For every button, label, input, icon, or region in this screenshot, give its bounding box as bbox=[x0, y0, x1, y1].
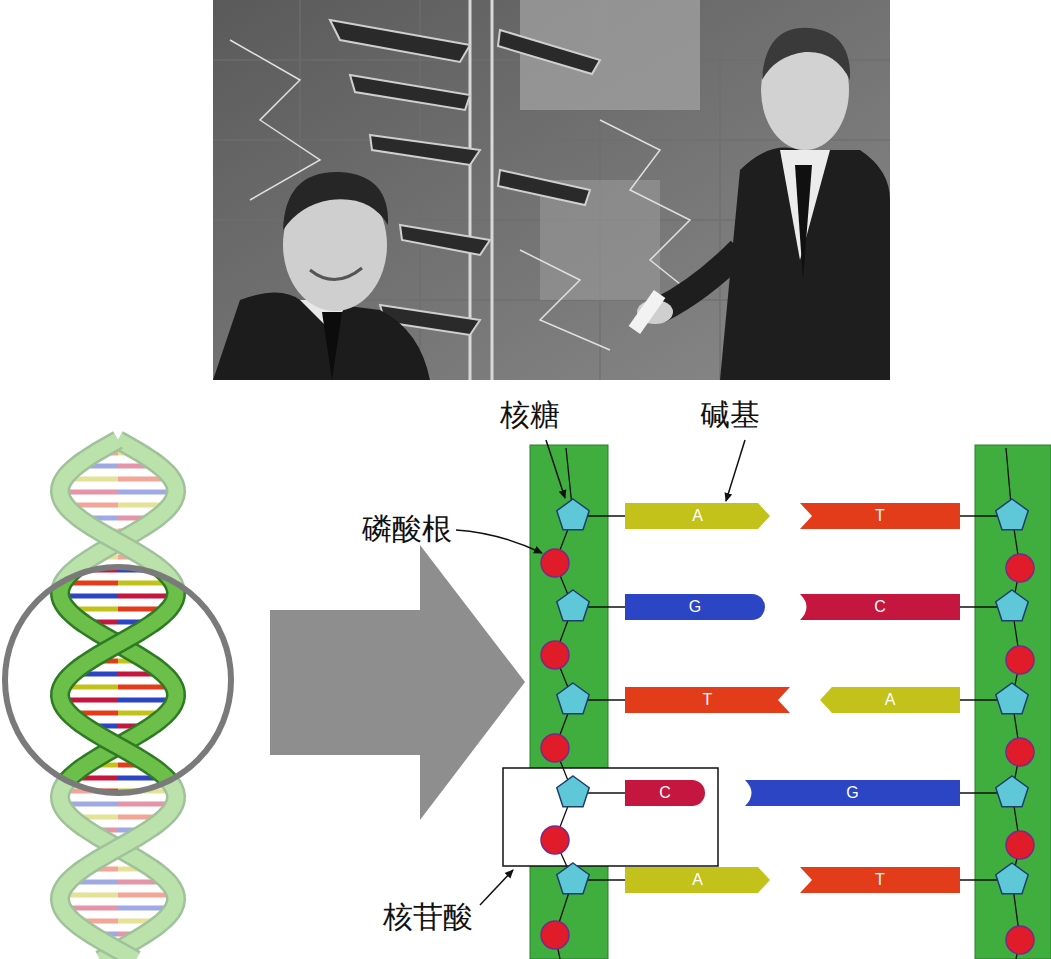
base-shape: C bbox=[800, 594, 960, 620]
base-shape: T bbox=[800, 503, 960, 529]
base-letter: A bbox=[692, 872, 703, 888]
photo bbox=[213, 0, 890, 380]
base-link bbox=[588, 516, 997, 880]
callout-label: 碱基 bbox=[700, 398, 760, 433]
helix bbox=[60, 440, 176, 959]
base-letter: T bbox=[875, 508, 885, 524]
ribose-pentagons bbox=[557, 499, 1028, 894]
base-shape: T bbox=[625, 687, 790, 713]
backbone-strip bbox=[975, 445, 1051, 959]
callout-label: 磷酸根 bbox=[362, 512, 452, 547]
base-letter: A bbox=[885, 692, 896, 708]
lens-ring bbox=[5, 567, 231, 793]
leader-line bbox=[456, 440, 745, 905]
base-shape: G bbox=[745, 780, 960, 806]
backbone-strip bbox=[530, 445, 608, 959]
base-letter: G bbox=[689, 599, 701, 615]
base-shape: T bbox=[800, 867, 960, 893]
base-letter: A bbox=[692, 508, 703, 524]
base-letter: T bbox=[875, 872, 885, 888]
zoom-arrow bbox=[270, 545, 525, 820]
base-shape: C bbox=[625, 780, 705, 806]
base-shape: G bbox=[625, 594, 765, 620]
helix bbox=[60, 440, 176, 959]
base-letter: T bbox=[703, 692, 713, 708]
base-letter: G bbox=[846, 785, 858, 801]
base-shape: A bbox=[625, 503, 770, 529]
base-shape: A bbox=[820, 687, 960, 713]
base-letter: C bbox=[874, 599, 886, 615]
phosphate-circles bbox=[541, 549, 1034, 954]
callout-label: 核糖 bbox=[500, 398, 560, 433]
base-letter: C bbox=[659, 785, 671, 801]
base-shape: A bbox=[625, 867, 770, 893]
lens bbox=[5, 567, 231, 793]
nucleotide-box bbox=[503, 768, 718, 866]
callout-label: 核苷酸 bbox=[383, 900, 473, 935]
